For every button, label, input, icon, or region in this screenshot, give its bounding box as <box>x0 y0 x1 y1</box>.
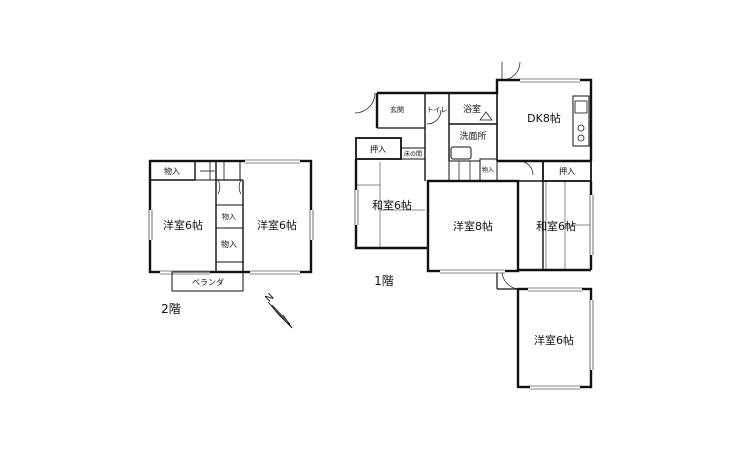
floor-1-closet-right <box>542 160 592 182</box>
north-arrow-icon <box>267 301 293 329</box>
floor-2-veranda <box>171 271 244 292</box>
room-label-1f-toilet: トイレ <box>427 106 448 114</box>
floor-2-plan <box>148 159 314 292</box>
room-label-2f-storage-small: 物入 <box>222 212 236 221</box>
room-label-1f-closet-left: 押入 <box>370 144 386 154</box>
compass-north-label: N <box>264 292 277 305</box>
room-label-2f-western-left: 洋室6帖 <box>163 218 203 232</box>
room-label-1f-washroom: 洗面所 <box>459 130 486 142</box>
room-label-1f-western-bottom: 洋室6帖 <box>534 333 574 347</box>
floor-1-plan <box>354 61 594 390</box>
room-label-2f-storage-vert: 物入 <box>221 239 237 249</box>
floor-2-caption: 2階 <box>161 301 181 316</box>
room-label-1f-entrance: 玄関 <box>390 105 404 114</box>
room-label-1f-tokonoma: 床の間 <box>404 150 422 158</box>
room-label-1f-japanese-left: 和室6帖 <box>372 198 412 212</box>
room-label-2f-veranda: ベランダ <box>192 277 224 287</box>
room-label-1f-bath: 浴室 <box>463 103 481 115</box>
room-label-2f-storage-top: 物入 <box>164 166 180 176</box>
room-label-1f-dk: DK8帖 <box>527 112 561 125</box>
room-label-1f-japanese-right: 和室6帖 <box>536 219 576 233</box>
room-label-1f-storage: 物入 <box>482 166 494 174</box>
room-label-1f-closet-right: 押入 <box>559 166 575 176</box>
room-label-1f-western-center: 洋室8帖 <box>453 219 493 233</box>
floor-2-stair <box>194 160 241 181</box>
room-label-2f-western-right: 洋室6帖 <box>257 218 297 232</box>
floor-1-caption: 1階 <box>374 273 394 288</box>
